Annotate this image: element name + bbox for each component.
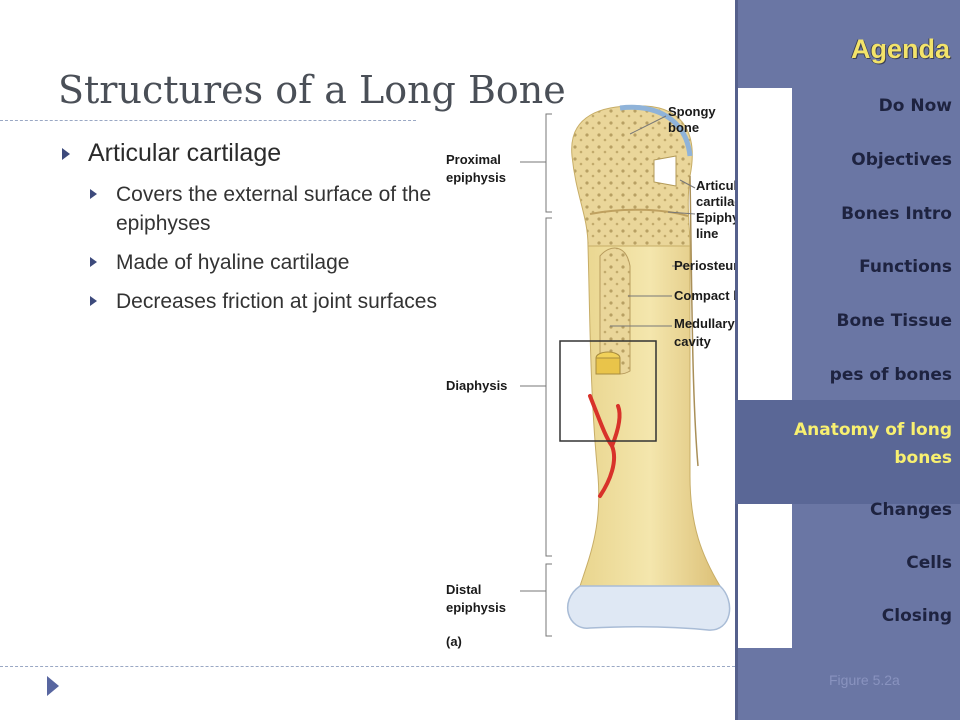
distal-epiphysis-shape: [567, 585, 731, 631]
title-divider: [0, 120, 416, 121]
nav-item-bones-intro[interactable]: Bones Intro: [841, 204, 952, 224]
figure-caption: Figure 5.2a: [829, 672, 900, 688]
periosteum-shape: [689, 175, 699, 467]
epiphyseal-line-shape: [589, 208, 689, 217]
label-spongy-bone-2: bone: [668, 120, 699, 135]
label-medullary-1: Medullary: [674, 316, 735, 331]
nav-item-anatomy-of-long-bones[interactable]: Anatomy of long bones: [793, 420, 952, 468]
nav-item-types-of-bones[interactable]: pes of bones: [829, 365, 952, 385]
articular-cartilage-shape: [619, 104, 693, 157]
bullet-sub-2: Made of hyaline cartilage: [88, 248, 480, 277]
nav-item-functions[interactable]: Functions: [859, 257, 952, 277]
label-proximal-1: Proximal: [446, 152, 501, 167]
label-spongy-bone-1: Spongy: [668, 104, 716, 119]
sidebar-edge: [735, 0, 738, 720]
nav-item-closing[interactable]: Closing: [881, 606, 952, 626]
nav-item-cells[interactable]: Cells: [906, 553, 952, 573]
active-item-highlight: [735, 400, 960, 504]
label-proximal-2: epiphysis: [446, 170, 506, 185]
detail-box: [559, 340, 657, 442]
label-panel-a: (a): [446, 634, 462, 649]
cutaway-notch: [653, 155, 677, 187]
blood-vessel: [588, 394, 622, 498]
label-epiphyseal-2: line: [696, 226, 718, 241]
footer-divider: [0, 666, 735, 667]
agenda-heading: Agenda: [850, 34, 950, 64]
label-medullary-2: cavity: [674, 334, 712, 349]
bullet-list: Articular cartilage Covers the external …: [60, 136, 480, 326]
nav-item-do-now[interactable]: Do Now: [878, 96, 952, 116]
bullet-sub-3: Decreases friction at joint surfaces: [88, 287, 480, 316]
nav-item-changes[interactable]: Changes: [870, 500, 952, 520]
slide-title: Structures of a Long Bone: [58, 68, 566, 112]
label-distal-1: Distal: [446, 582, 481, 597]
label-distal-2: epiphysis: [446, 600, 506, 615]
long-bone-diagram: Spongy bone Proximal epiphysis Articular…: [446, 104, 765, 649]
bullet-main: Articular cartilage: [60, 136, 480, 170]
figure-backdrop: [738, 88, 792, 648]
footer-arrow-icon: [47, 676, 59, 696]
nav-item-bone-tissue[interactable]: Bone Tissue: [836, 311, 952, 331]
label-periosteum: Periosteum: [674, 258, 745, 273]
nav-item-objectives[interactable]: Objectives: [851, 150, 952, 170]
label-diaphysis: Diaphysis: [446, 378, 507, 393]
bullet-sub-1: Covers the external surface of the epiph…: [88, 180, 480, 238]
